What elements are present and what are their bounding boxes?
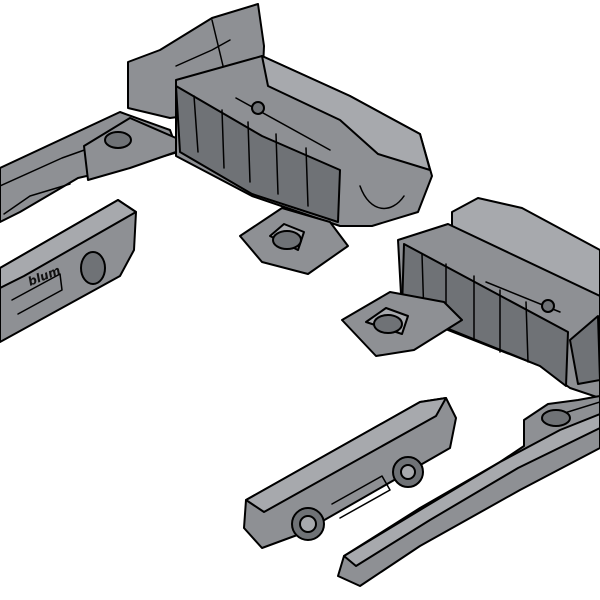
right-housing xyxy=(341,197,600,399)
branded-clip: blum xyxy=(0,199,137,343)
bottom-clip xyxy=(243,397,457,549)
top-housing xyxy=(83,3,433,275)
right-rail-arm xyxy=(337,395,600,587)
